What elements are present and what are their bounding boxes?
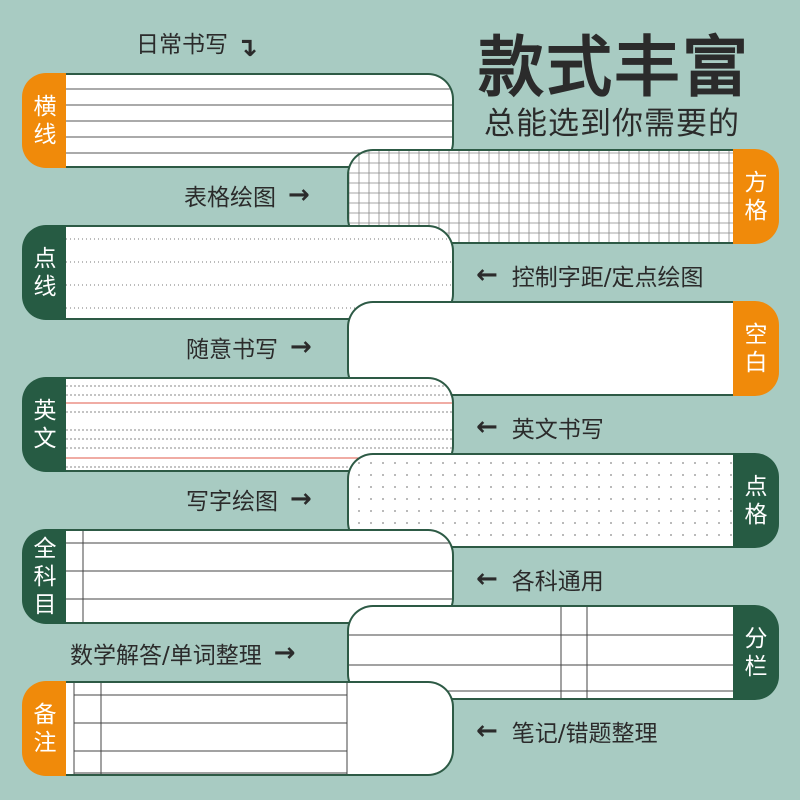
tab-label: 点线 xyxy=(33,245,57,300)
arrow-left-icon: ← xyxy=(476,716,498,746)
label-text: 表格绘图 xyxy=(184,185,276,211)
arrow-left-icon: ← xyxy=(476,260,498,290)
label-columns: 数学解答/单词整理 → xyxy=(70,636,296,670)
arrow-left-icon: ← xyxy=(476,412,498,442)
arrow-right-icon: → xyxy=(290,484,312,514)
tab-yingwen: 英文 xyxy=(22,377,68,472)
tab-diange: 点格 xyxy=(733,453,779,548)
arrow-down-icon: ↴ xyxy=(236,33,258,63)
arrow-right-icon: → xyxy=(288,180,310,210)
tab-label: 英文 xyxy=(33,397,57,452)
dot-grid-graphic xyxy=(358,462,732,536)
label-notes: ← 笔记/错题整理 xyxy=(476,714,658,748)
top-note: 日常书写 ↴ xyxy=(136,25,258,63)
tab-quankemu: 全科目 xyxy=(22,529,68,624)
tab-fangge: 方格 xyxy=(733,149,779,244)
tab-label: 方格 xyxy=(744,169,768,224)
label-english: ← 英文书写 xyxy=(476,410,604,444)
label-text: 各科通用 xyxy=(511,569,604,595)
label-blank: 随意书写 → xyxy=(186,330,312,364)
tab-label: 点格 xyxy=(744,473,768,528)
label-dotgrid: 写字绘图 → xyxy=(186,482,312,516)
label-text: 随意书写 xyxy=(186,337,278,363)
top-note-text: 日常书写 xyxy=(136,32,228,58)
page-subtitle: 总能选到你需要的 xyxy=(484,106,740,142)
tab-label: 分栏 xyxy=(744,625,768,680)
paper-ruled xyxy=(66,73,454,168)
tab-beizhu: 备注 xyxy=(22,681,68,776)
label-text: 英文书写 xyxy=(511,417,604,443)
label-text: 数学解答/单词整理 xyxy=(70,643,262,669)
arrow-left-icon: ← xyxy=(476,564,498,594)
page-title: 款式丰富 xyxy=(478,29,750,106)
label-text: 控制字距/定点绘图 xyxy=(511,265,704,291)
label-allsubjects: ← 各科通用 xyxy=(476,562,604,596)
label-grid: 表格绘图 → xyxy=(184,178,310,212)
tab-label: 全科目 xyxy=(33,535,57,618)
all-subjects-lines-graphic xyxy=(66,531,452,622)
label-text: 写字绘图 xyxy=(186,489,278,515)
label-text: 笔记/错题整理 xyxy=(511,721,658,747)
tab-dianxian: 点线 xyxy=(22,225,68,320)
arrow-right-icon: → xyxy=(273,638,296,668)
dotted-lines-graphic xyxy=(66,238,452,309)
tab-label: 横线 xyxy=(33,93,57,148)
tab-kongbai: 空白 xyxy=(733,301,779,396)
arrow-right-icon: → xyxy=(290,332,312,362)
paper-notes xyxy=(66,681,454,776)
label-dotline: ← 控制字距/定点绘图 xyxy=(476,258,704,292)
notes-lines-graphic xyxy=(73,683,348,774)
tab-hengxian: 横线 xyxy=(22,73,68,168)
tab-label: 备注 xyxy=(33,701,57,756)
tab-label: 空白 xyxy=(744,321,768,376)
tab-fenlan: 分栏 xyxy=(733,605,779,700)
